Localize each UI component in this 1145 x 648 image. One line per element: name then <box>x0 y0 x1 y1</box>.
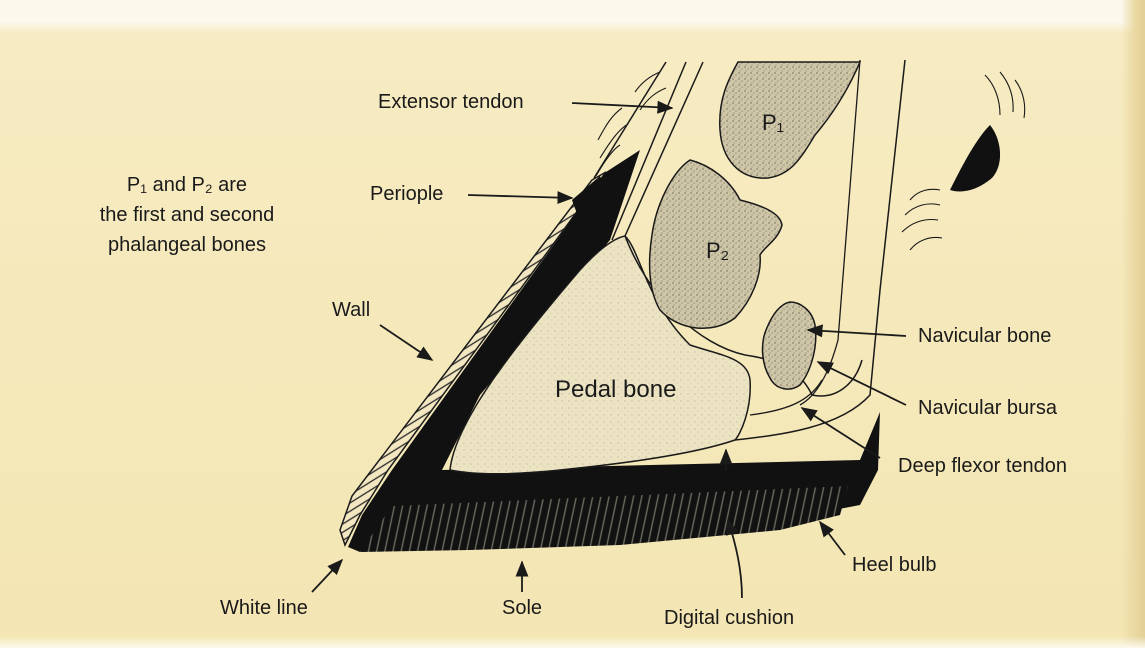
digital-cushion-label: Digital cushion <box>664 608 794 628</box>
deep-flexor-tendon-label: Deep flexor tendon <box>898 456 1067 476</box>
note-line-3: phalangeal bones <box>52 230 322 260</box>
note-line-2: the first and second <box>52 200 322 230</box>
white-line-label: White line <box>220 598 308 618</box>
heel-skin <box>950 125 1000 192</box>
wall-label: Wall <box>332 300 370 320</box>
pedal-bone-label: Pedal bone <box>555 378 676 402</box>
navicular-bone-label: Navicular bone <box>918 326 1051 346</box>
sole-label: Sole <box>502 598 542 618</box>
p2-label: P₂ <box>706 240 729 262</box>
extensor-tendon-label: Extensor tendon <box>378 92 524 112</box>
navicular-bursa-label: Navicular bursa <box>918 398 1057 418</box>
navicular-bone <box>763 302 816 389</box>
periople-label: Periople <box>370 184 443 204</box>
note-line-1: P₁ and P₂ are <box>52 170 322 200</box>
p1-bone <box>720 62 860 178</box>
phalangeal-note: P₁ and P₂ are the first and second phala… <box>52 170 322 260</box>
heel-bulb-label: Heel bulb <box>852 555 937 575</box>
p1-label: P₁ <box>762 112 784 134</box>
